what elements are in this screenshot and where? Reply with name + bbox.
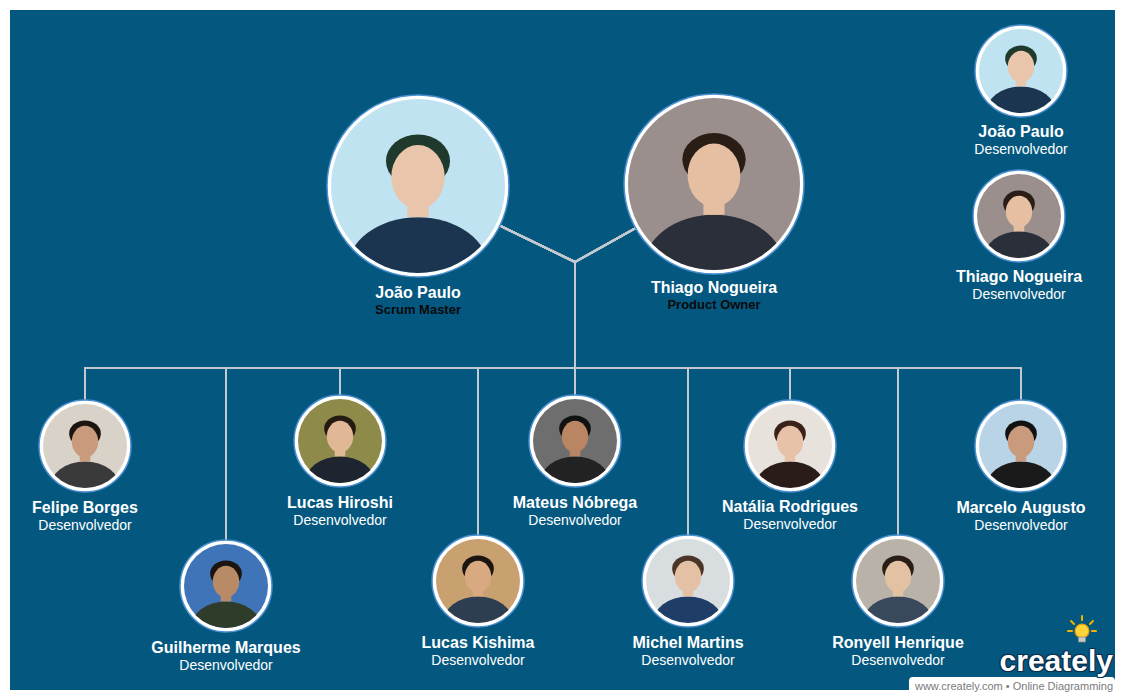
member-role: Desenvolvedor [952, 517, 1090, 533]
member-name: Mateus Nóbrega [509, 493, 642, 512]
member-role: Desenvolvedor [952, 286, 1087, 302]
member-photo [851, 534, 945, 628]
member-photo [972, 169, 1066, 263]
team-member: Mateus NóbregaDesenvolvedor [509, 394, 642, 533]
member-role: Desenvolvedor [828, 652, 968, 668]
member-role: Desenvolvedor [283, 512, 397, 528]
team-member: Lucas HiroshiDesenvolvedor [283, 394, 397, 533]
member-photo [431, 534, 525, 628]
member-role: Desenvolvedor [147, 657, 305, 673]
member-photo [179, 539, 273, 633]
background-panel [10, 10, 1115, 690]
org-connector [85, 226, 575, 400]
member-name: Ronyell Henrique [828, 633, 968, 652]
member-name: Felipe Borges [28, 498, 142, 517]
member-name: Guilherme Marques [147, 638, 305, 657]
member-name: João Paulo [970, 122, 1072, 141]
org-connector [478, 228, 636, 535]
member-photo [974, 24, 1068, 118]
member-name: Thiago Nogueira [952, 267, 1087, 286]
member-name: Natália Rodrigues [718, 497, 863, 516]
member-photo [974, 399, 1068, 493]
org-connector [575, 228, 898, 535]
team-member: João PauloScrum Master [326, 94, 510, 323]
team-member: Natália RodriguesDesenvolvedor [718, 399, 863, 537]
member-photo [326, 94, 510, 278]
member-photo [293, 394, 387, 488]
team-member: Felipe BorgesDesenvolvedor [28, 399, 142, 538]
member-role: Desenvolvedor [509, 512, 642, 528]
member-role: Scrum Master [326, 302, 510, 318]
member-photo [623, 93, 805, 275]
team-member: Thiago NogueiraDesenvolvedor [952, 169, 1087, 307]
team-member: Guilherme MarquesDesenvolvedor [147, 539, 305, 678]
logo-text: creately [1000, 644, 1113, 678]
member-photo [38, 399, 132, 493]
team-member: Ronyell HenriqueDesenvolvedor [828, 534, 968, 673]
member-name: Michel Martins [628, 633, 748, 652]
member-name: Lucas Hiroshi [283, 493, 397, 512]
member-name: Thiago Nogueira [623, 278, 805, 297]
org-connector [575, 228, 1021, 400]
member-role: Desenvolvedor [628, 652, 748, 668]
team-member: Marcelo AugustoDesenvolvedor [952, 399, 1090, 538]
team-member: Lucas KishimaDesenvolvedor [418, 534, 539, 673]
member-name: Lucas Kishima [418, 633, 539, 652]
member-role: Desenvolvedor [970, 141, 1072, 157]
member-role: Desenvolvedor [718, 516, 863, 532]
member-name: Marcelo Augusto [952, 498, 1090, 517]
org-connector [478, 226, 575, 535]
member-photo [641, 534, 735, 628]
member-role: Desenvolvedor [28, 517, 142, 533]
member-role: Desenvolvedor [418, 652, 539, 668]
watermark-text: www.creately.com • Online Diagramming [915, 679, 1113, 693]
team-member: João PauloDesenvolvedor [970, 24, 1072, 162]
watermark-bar [909, 677, 1115, 694]
bulb-icon [1068, 616, 1096, 642]
org-connector [500, 226, 688, 535]
member-role: Product Owner [623, 297, 805, 313]
org-connector [575, 228, 636, 395]
member-photo [743, 399, 837, 493]
team-member: Michel MartinsDesenvolvedor [628, 534, 748, 673]
member-photo [528, 394, 622, 488]
member-name: João Paulo [326, 283, 510, 302]
team-member: Thiago NogueiraProduct Owner [623, 93, 805, 318]
org-connector [575, 228, 688, 535]
org-connector [500, 226, 575, 395]
